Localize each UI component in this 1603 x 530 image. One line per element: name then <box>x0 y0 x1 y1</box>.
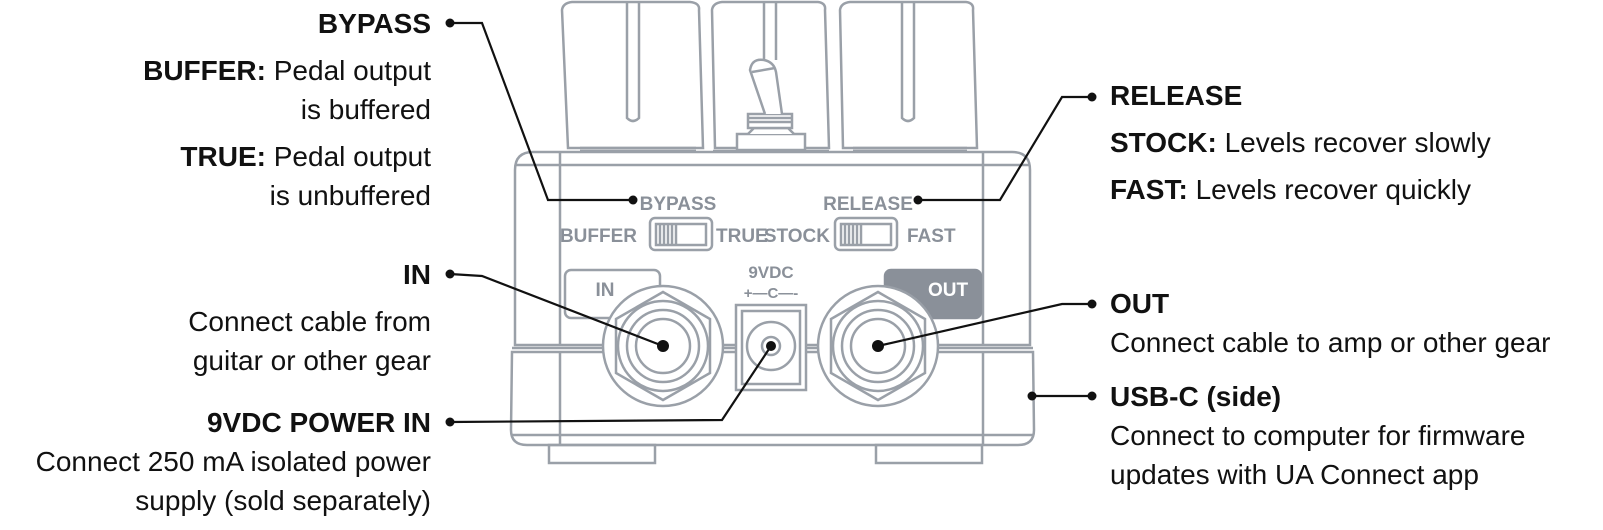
out-callout: OUT Connect cable to amp or other gear <box>1110 284 1550 362</box>
bypass-true-line2: is unbuffered <box>269 180 431 211</box>
bypass-buffer-line2: is buffered <box>300 94 431 125</box>
silk-9vdc-label: 9VDC <box>748 263 793 282</box>
silk-stock-label: STOCK <box>764 226 830 247</box>
dot-bypass-label <box>445 18 455 28</box>
knob-left <box>560 0 705 153</box>
release-title: RELEASE <box>1110 80 1243 111</box>
silk-release-label: RELEASE <box>823 194 913 215</box>
release-slide-switch <box>833 216 899 252</box>
bypass-buffer-key: BUFFER: <box>143 55 266 86</box>
dot-release-switch <box>913 195 923 205</box>
usb-desc-line2: updates with UA Connect app <box>1110 459 1479 490</box>
dot-release-label <box>1087 92 1097 102</box>
silk-out-label: OUT <box>928 280 969 301</box>
leader-out <box>877 302 1092 348</box>
power-title: 9VDC POWER IN <box>206 407 431 438</box>
power-callout: 9VDC POWER IN Connect 250 mA isolated po… <box>36 403 431 520</box>
release-stock-key: STOCK: <box>1110 127 1217 158</box>
bypass-title: BYPASS <box>317 8 431 39</box>
silk-true-label: TRUE <box>716 226 768 247</box>
bypass-slide-switch <box>648 216 714 252</box>
dot-usb-port <box>1027 391 1037 401</box>
silk-in-label: IN <box>596 280 615 301</box>
leader-power <box>449 345 772 424</box>
leader-release <box>918 95 1092 202</box>
release-fast-text: Levels recover quickly <box>1195 174 1472 205</box>
out-desc-line1: Connect cable to amp or other gear <box>1110 327 1551 358</box>
release-stock-text: Levels recover slowly <box>1224 127 1491 158</box>
power-desc-line2: supply (sold separately) <box>135 485 431 516</box>
silk-bypass-label: BYPASS <box>640 194 717 215</box>
dot-out-jack <box>872 340 884 352</box>
dot-in-jack <box>657 340 669 352</box>
bypass-callout: BYPASS BUFFER: Pedal output is buffered … <box>143 4 431 215</box>
in-desc-line1: Connect cable from <box>188 306 431 337</box>
bypass-true-key: TRUE: <box>180 141 266 172</box>
dot-out-label <box>1087 299 1097 309</box>
dot-usb-label <box>1087 391 1097 401</box>
dot-power-jack <box>766 341 776 351</box>
usb-callout: USB-C (side) Connect to computer for fir… <box>1110 377 1526 494</box>
in-callout: IN Connect cable from guitar or other ge… <box>188 255 431 380</box>
pedal-body <box>509 150 1036 465</box>
silk-fast-label: FAST <box>907 226 956 247</box>
in-desc-line2: guitar or other gear <box>192 345 431 376</box>
toggle-switch <box>735 58 807 152</box>
leader-in <box>449 272 664 348</box>
power-desc-line1: Connect 250 mA isolated power <box>35 446 431 477</box>
in-title: IN <box>403 259 431 290</box>
knob-right <box>838 0 979 153</box>
bypass-true-line1: Pedal output <box>273 141 431 172</box>
usb-desc-line1: Connect to computer for firmware <box>1110 420 1526 451</box>
release-callout: RELEASE STOCK: Levels recover slowly FAS… <box>1110 76 1491 209</box>
bypass-buffer-line1: Pedal output <box>273 55 431 86</box>
leader-bypass <box>450 21 633 202</box>
release-fast-key: FAST: <box>1110 174 1188 205</box>
dot-bypass-switch <box>628 195 638 205</box>
silk-buffer-label: BUFFER <box>560 226 637 247</box>
dot-power-label <box>445 417 455 427</box>
usb-title: USB-C (side) <box>1110 381 1282 412</box>
dot-in-label <box>445 269 455 279</box>
silk-polarity-symbol: +—C—- <box>744 285 799 302</box>
out-title: OUT <box>1110 288 1170 319</box>
